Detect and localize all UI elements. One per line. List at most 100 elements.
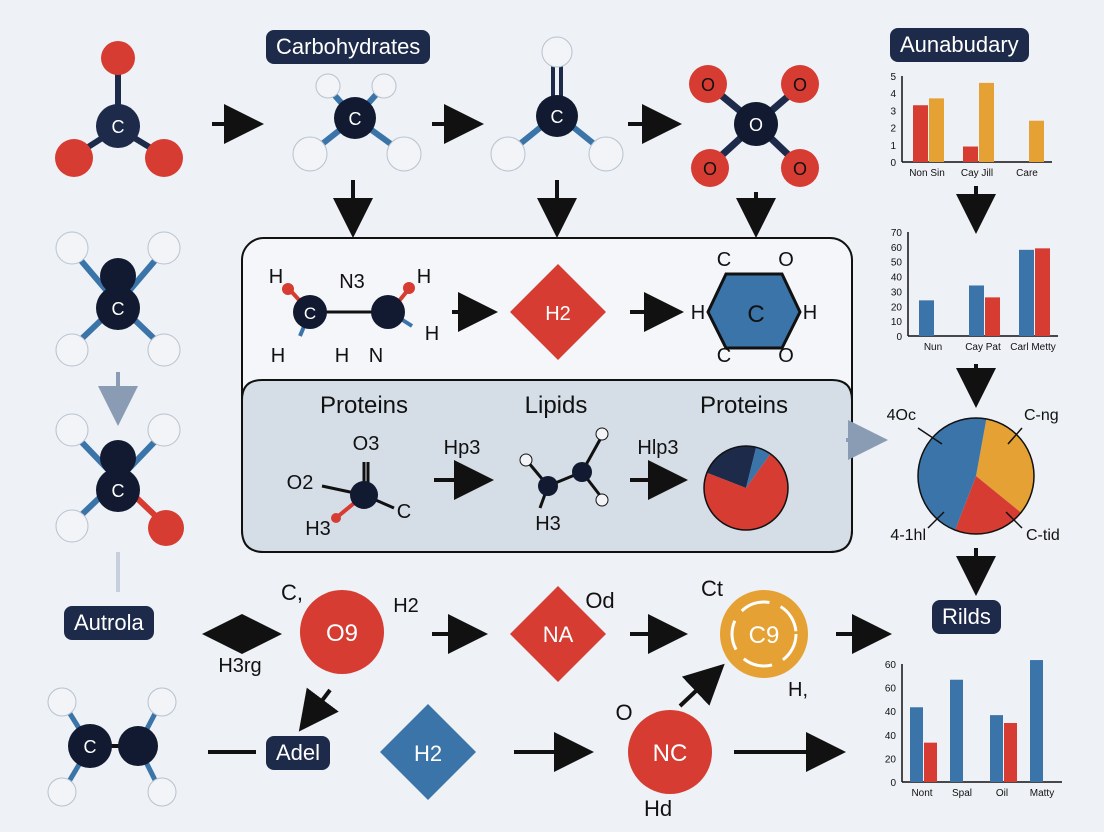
y-tick-label: 0 bbox=[890, 778, 896, 789]
atom-label: C bbox=[717, 249, 731, 271]
y-tick-label: 60 bbox=[891, 243, 903, 254]
x-tick-label: Carl Metty bbox=[1010, 342, 1056, 353]
section-title-proteins-2: Proteins bbox=[700, 392, 788, 419]
bar bbox=[924, 742, 937, 782]
oxygen-atom bbox=[145, 139, 183, 177]
pie-outline bbox=[917, 417, 1035, 535]
h2-diamond: H2 bbox=[510, 264, 606, 360]
atom-label: C bbox=[397, 501, 411, 523]
atom-label: C bbox=[112, 117, 125, 137]
c9-circle: C9 Ct H, bbox=[701, 576, 808, 701]
bar bbox=[1035, 248, 1050, 336]
bar bbox=[929, 98, 944, 162]
atom-label: H bbox=[425, 323, 439, 345]
x-tick-label: Oil bbox=[996, 788, 1008, 799]
oxygen-atom bbox=[781, 65, 819, 103]
hexagon-ring-molecule: C O H C H C O bbox=[691, 249, 817, 367]
atom-label: O bbox=[778, 249, 794, 271]
section-title-lipids: Lipids bbox=[525, 392, 588, 419]
atom-label: H3 bbox=[305, 518, 331, 540]
circle-annotation: H2 bbox=[393, 595, 419, 617]
x-tick-label: Nont bbox=[911, 788, 932, 799]
y-tick-label: 5 bbox=[890, 72, 896, 83]
atom-label: O bbox=[703, 159, 717, 179]
hydrogen-atom bbox=[386, 136, 422, 172]
ethanol-molecule: C bbox=[55, 413, 184, 546]
oxygen-atom bbox=[101, 41, 135, 75]
y-tick-label: 4 bbox=[890, 89, 896, 100]
bar bbox=[969, 285, 984, 336]
bar bbox=[1029, 120, 1044, 162]
leader-line bbox=[1005, 511, 1023, 529]
pie-slice bbox=[917, 417, 987, 531]
atom-label: O bbox=[778, 345, 794, 367]
circle-label: O9 bbox=[326, 620, 358, 647]
leader-line bbox=[1007, 427, 1023, 445]
atom-label: O bbox=[793, 75, 807, 95]
ethylene-molecule: C bbox=[55, 231, 181, 367]
y-tick-label: 60 bbox=[885, 660, 897, 671]
badge-autrola: Autrola bbox=[64, 606, 154, 640]
atom-label: C bbox=[551, 107, 564, 127]
hydrogen-atom bbox=[541, 36, 573, 68]
circle-label: NC bbox=[653, 740, 688, 767]
pie-label: 4-1hl bbox=[890, 527, 926, 544]
badge-adel: Adel bbox=[266, 736, 331, 770]
o9-circle: O9 C, H2 bbox=[281, 580, 419, 674]
pie-slice bbox=[746, 447, 771, 488]
y-tick-label: 40 bbox=[891, 273, 903, 284]
ethene-molecule: C bbox=[47, 687, 177, 807]
y-tick-label: 3 bbox=[890, 106, 896, 117]
atom-label: N3 bbox=[339, 271, 365, 293]
y-tick-label: 40 bbox=[885, 731, 897, 742]
atom-label: C bbox=[717, 345, 731, 367]
bar bbox=[919, 300, 934, 336]
na-diamond: NA Od bbox=[510, 586, 615, 682]
leader-line bbox=[927, 511, 945, 529]
y-tick-label: 60 bbox=[885, 684, 897, 695]
y-tick-label: 0 bbox=[890, 158, 896, 169]
atom-label: O3 bbox=[353, 433, 380, 455]
carbon-atom bbox=[536, 95, 578, 137]
pie-label: C-ng bbox=[1024, 407, 1059, 424]
arrow-label: Hlp3 bbox=[637, 437, 678, 459]
x-tick-label: Cay Pat bbox=[965, 342, 1001, 353]
atom-label: H bbox=[803, 302, 817, 324]
bar bbox=[990, 715, 1003, 782]
pie-outline bbox=[703, 445, 789, 531]
bar bbox=[963, 146, 978, 162]
atom-label: H bbox=[335, 345, 349, 367]
badge-rilds: Rilds bbox=[932, 600, 1001, 634]
atom-label: H bbox=[271, 345, 285, 367]
oxygen-atom bbox=[55, 139, 93, 177]
diamond-label: H2 bbox=[414, 741, 442, 766]
oxygen-atom bbox=[689, 65, 727, 103]
arrow bbox=[298, 687, 339, 732]
lipid-molecule: H3 bbox=[519, 427, 609, 535]
circle-annotation: C, bbox=[281, 580, 303, 605]
bar bbox=[1004, 723, 1017, 782]
hydrogen-atom bbox=[292, 136, 328, 172]
y-tick-label: 30 bbox=[891, 287, 903, 298]
badge-carbohydrates: Carbohydrates bbox=[266, 30, 431, 64]
formaldehyde-molecule: C bbox=[490, 36, 624, 172]
atom-label: C bbox=[112, 299, 125, 319]
badge-aunabudary: Aunabudary bbox=[890, 28, 1029, 62]
y-tick-label: 1 bbox=[890, 141, 896, 152]
atom-label: O2 bbox=[287, 472, 314, 494]
h2-blue-diamond: H2 bbox=[380, 704, 476, 800]
x-tick-label: Non Sin bbox=[909, 168, 945, 179]
atom-label: O bbox=[701, 75, 715, 95]
atom-label: H3 bbox=[535, 513, 561, 535]
atom-label: N bbox=[369, 345, 383, 367]
diamond-annotation: Od bbox=[585, 588, 614, 613]
bar bbox=[910, 707, 923, 782]
bar bbox=[979, 82, 994, 162]
atom-label: H bbox=[691, 302, 705, 324]
oxygen-atom bbox=[691, 149, 729, 187]
